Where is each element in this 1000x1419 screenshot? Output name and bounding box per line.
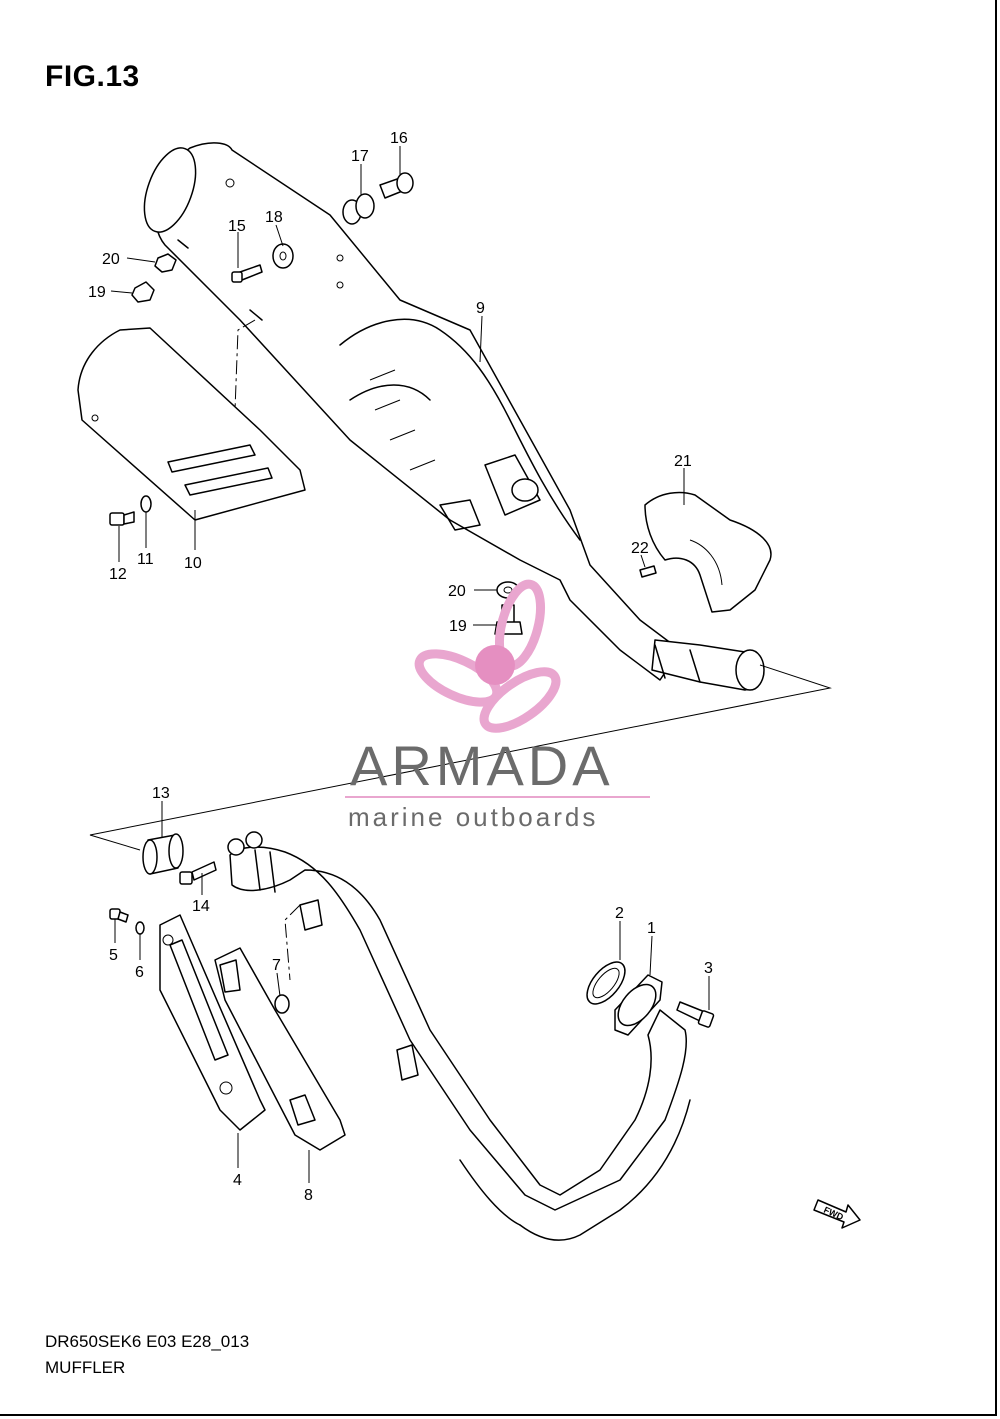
callout-7: 7 [272, 957, 281, 974]
exhaust-sleeve-13 [142, 833, 184, 875]
callout-16: 16 [390, 130, 408, 147]
callout-9: 9 [476, 300, 485, 317]
bolt-3 [676, 1001, 715, 1028]
gasket-2 [586, 961, 626, 1005]
callout-5: 5 [109, 947, 118, 964]
fwd-label: FWD [822, 1205, 845, 1223]
callout-22: 22 [631, 540, 649, 557]
bolt-14 [179, 861, 217, 885]
callout-20-middle: 20 [448, 583, 466, 600]
shield-mount-line [234, 319, 256, 411]
callout-8: 8 [304, 1187, 313, 1204]
propeller-blade-right [479, 667, 561, 733]
pipe-guard-8 [214, 947, 346, 1151]
washer-6 [135, 921, 145, 935]
callout-12: 12 [109, 566, 127, 583]
section-name: MUFFLER [45, 1358, 126, 1377]
callout-20-top: 20 [102, 251, 120, 268]
bolt-12 [109, 511, 135, 526]
callout-19-top: 19 [88, 284, 106, 301]
callout-2: 2 [615, 905, 624, 922]
callout-13: 13 [152, 785, 170, 802]
grommet-17 [342, 193, 375, 225]
muffler-outlet [651, 639, 765, 691]
callout-17: 17 [351, 148, 369, 165]
callout-14: 14 [192, 898, 210, 915]
joint-line [89, 664, 832, 851]
callout-6: 6 [135, 964, 144, 981]
exhaust-pipe [227, 831, 691, 1241]
callout-3: 3 [704, 960, 713, 977]
pipe-mount-line [284, 904, 301, 981]
callout-11: 11 [137, 551, 154, 568]
callout-21: 21 [674, 453, 692, 470]
pipe-guard-4 [159, 914, 266, 1131]
washer-18 [272, 243, 294, 269]
bracket-cover-21 [644, 491, 772, 613]
muffler-heat-shield [77, 327, 306, 521]
watermark-tagline: marine outboards [348, 802, 598, 832]
callout-10: 10 [184, 555, 202, 572]
armada-logo [414, 579, 561, 733]
muffler-body [143, 142, 681, 681]
callout-labels: 16 17 18 15 20 19 9 21 22 20 19 12 11 10… [88, 130, 713, 1204]
callout-19-middle: 19 [449, 618, 467, 635]
watermark-brand: ARMADA [350, 734, 614, 797]
callout-4: 4 [233, 1172, 242, 1189]
bolt-16 [379, 172, 414, 199]
callout-18: 18 [265, 209, 283, 226]
nut-19-top [131, 281, 155, 303]
bolt-5 [109, 908, 129, 923]
screw-22 [639, 565, 657, 578]
figure-title: FIG.13 [45, 60, 140, 93]
callout-15: 15 [228, 218, 246, 235]
fwd-arrow-icon: FWD [813, 1199, 861, 1229]
model-code: DR650SEK6 E03 E28_013 [45, 1332, 250, 1351]
propeller-hub [475, 645, 515, 685]
nut-20-top [154, 253, 177, 273]
bolt-15 [231, 264, 263, 283]
screw-7 [274, 994, 290, 1014]
washer-11 [140, 495, 152, 513]
callout-1: 1 [647, 920, 656, 937]
exhaust-flange-1 [614, 974, 663, 1036]
leader-lines [110, 146, 710, 1183]
